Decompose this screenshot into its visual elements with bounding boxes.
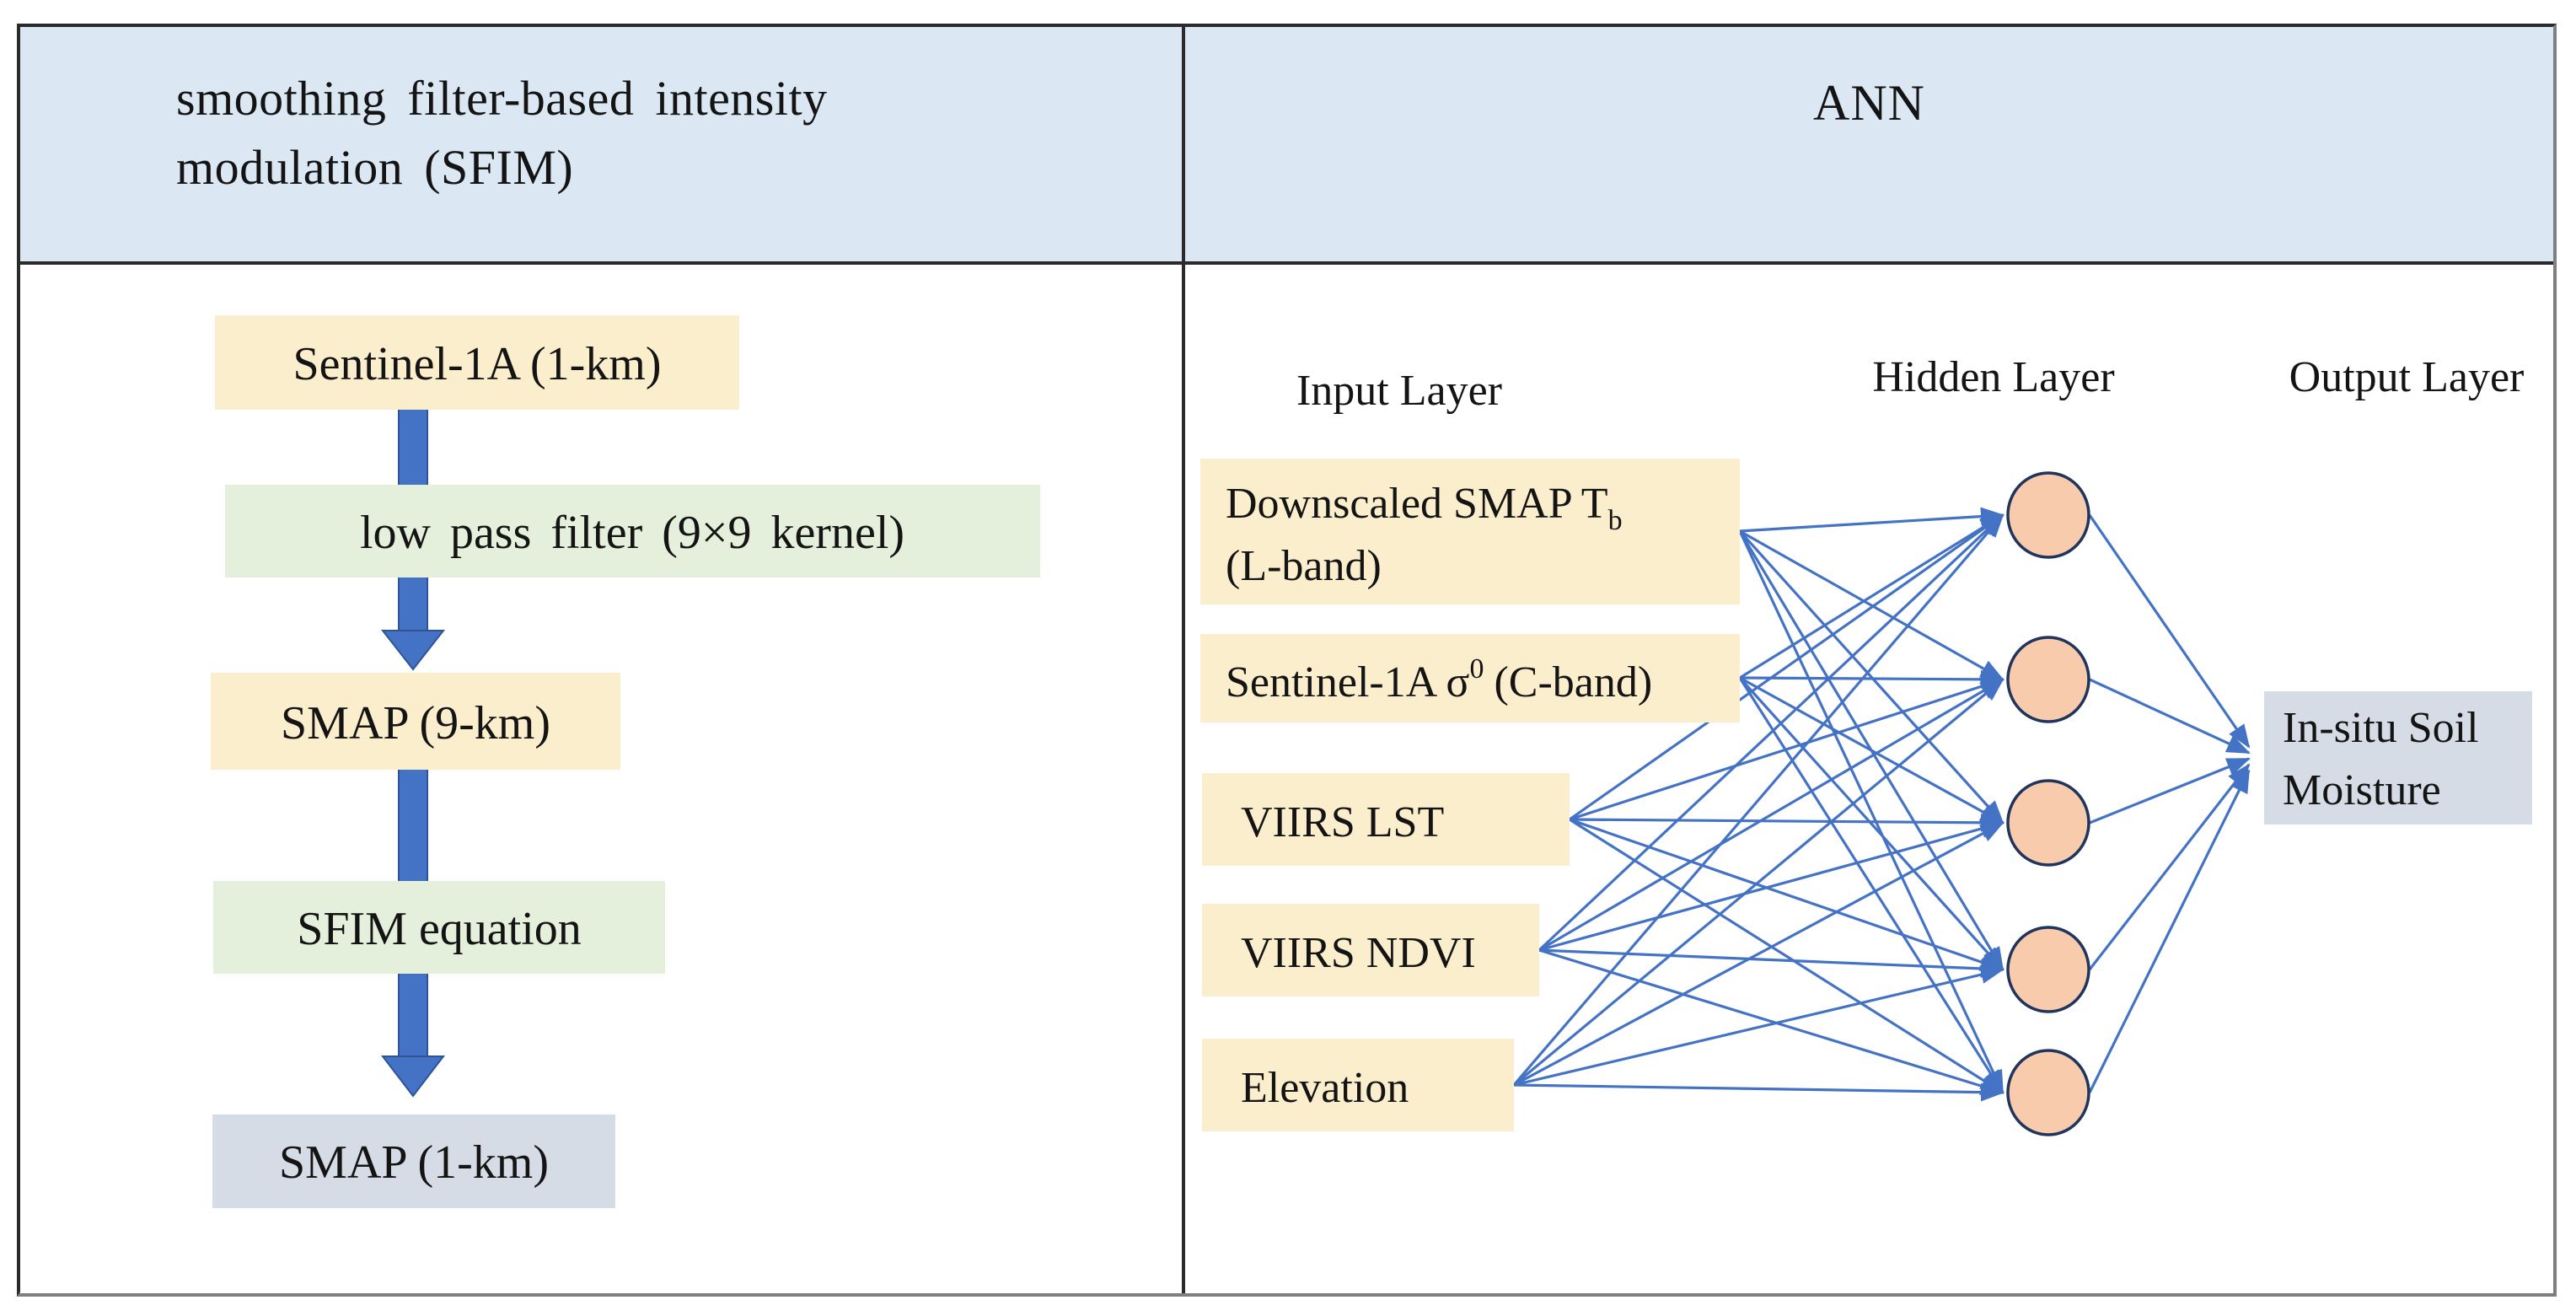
connection-line xyxy=(1513,965,2004,1087)
ann-diagram: Input Layer Hidden Layer Output Layer xyxy=(1200,353,2532,1136)
hidden-layer-label: Hidden Layer xyxy=(1872,353,2114,401)
input-to-hidden-connections xyxy=(1512,507,2004,1102)
connection-line xyxy=(1538,819,2004,952)
connection-line xyxy=(1538,948,2004,978)
hidden-node-5 xyxy=(2006,1049,2090,1136)
flow-box-sfim-equation: SFIM equation xyxy=(213,881,665,974)
connection-line xyxy=(1739,507,2004,533)
connection-line xyxy=(1512,678,2004,1087)
connection-line xyxy=(1512,513,2004,1087)
connection-line xyxy=(1569,818,2004,1094)
flow-box-sfim-equation-label: SFIM equation xyxy=(297,903,582,955)
output-layer-label: Output Layer xyxy=(2289,353,2525,401)
hidden-node-3 xyxy=(2006,779,2090,867)
connection-line xyxy=(1739,669,2004,689)
flow-box-smap-9km-label: SMAP (9-km) xyxy=(281,697,550,749)
connection-line xyxy=(1513,821,2004,1087)
flow-box-low-pass-filter-label: low pass filter (9×9 kernel) xyxy=(360,507,904,559)
figure-table: smoothing filter-based intensity modulat… xyxy=(17,24,2557,1297)
output-box: In-situ Soil Moisture xyxy=(2264,691,2532,825)
ann-panel: Input Layer Hidden Layer Output Layer xyxy=(1185,265,2553,1293)
input-box-viirs-ndvi: VIIRS NDVI xyxy=(1202,904,1539,996)
connection-line xyxy=(1513,1082,2004,1102)
connection-line xyxy=(1569,513,2004,821)
connection-line xyxy=(1569,813,2004,832)
connection-line xyxy=(1738,677,2004,1094)
connection-line xyxy=(1738,530,2004,1094)
flow-box-smap-1km: SMAP (1-km) xyxy=(212,1115,615,1208)
sfim-flowchart: Sentinel-1A (1-km) low pass filter (9×9 … xyxy=(211,315,1040,1208)
flow-box-smap-9km: SMAP (9-km) xyxy=(211,673,620,770)
connection-line xyxy=(1569,677,2004,821)
connection-line xyxy=(1738,529,2004,825)
output-box-line1: In-situ Soil xyxy=(2283,704,2479,752)
sfim-panel: Sentinel-1A (1-km) low pass filter (9×9 … xyxy=(20,265,1182,1293)
flow-box-low-pass-filter: low pass filter (9×9 kernel) xyxy=(225,485,1040,577)
input-box-smap-tb-line1: Downscaled SMAP Tb xyxy=(1226,480,1623,536)
connection-line xyxy=(1538,513,2004,952)
ann-header-cell: ANN xyxy=(1185,27,2553,261)
connection-line xyxy=(1538,678,2004,952)
connection-line xyxy=(1569,818,2004,971)
hidden-node-1 xyxy=(2006,471,2090,559)
flow-box-smap-1km-label: SMAP (1-km) xyxy=(279,1136,549,1189)
node-output-line xyxy=(2089,678,2251,755)
connection-line xyxy=(1738,676,2004,971)
input-box-smap-tb: Downscaled SMAP Tb (L-band) xyxy=(1200,459,1740,604)
sfim-header-line1: smoothing filter-based intensity xyxy=(176,71,828,126)
hidden-node-4 xyxy=(2006,926,2090,1013)
connection-line xyxy=(1739,529,2004,681)
sfim-header-line2: modulation (SFIM) xyxy=(176,140,574,196)
input-box-viirs-ndvi-label: VIIRS NDVI xyxy=(1241,929,1476,977)
node-output-line xyxy=(2088,769,2251,1093)
node-output-line xyxy=(2088,514,2251,749)
input-box-sentinel-sigma-label: Sentinel-1A σ0(C-band) xyxy=(1226,653,1652,706)
hidden-node-2 xyxy=(2006,636,2090,723)
input-box-viirs-lst: VIIRS LST xyxy=(1202,773,1570,866)
hidden-to-output-connections xyxy=(2088,514,2251,1093)
flow-box-sentinel-1km-label: Sentinel-1A (1-km) xyxy=(292,338,661,390)
node-output-line xyxy=(2088,763,2251,970)
ann-header-title: ANN xyxy=(1813,75,1925,131)
flow-box-sentinel-1km: Sentinel-1A (1-km) xyxy=(215,315,739,410)
sfim-header-cell: smoothing filter-based intensity modulat… xyxy=(20,27,1182,261)
input-box-smap-tb-line2: (L-band) xyxy=(1226,542,1382,590)
input-layer-label: Input Layer xyxy=(1296,367,1502,415)
input-box-elevation: Elevation xyxy=(1202,1039,1514,1131)
input-box-elevation-label: Elevation xyxy=(1241,1064,1409,1112)
connection-line xyxy=(1739,676,2004,825)
connection-line xyxy=(1538,948,2004,1095)
input-box-sentinel-sigma: Sentinel-1A σ0(C-band) xyxy=(1200,634,1740,722)
input-box-viirs-lst-label: VIIRS LST xyxy=(1241,798,1444,846)
output-box-line2: Moisture xyxy=(2283,766,2441,814)
node-output-line xyxy=(2089,757,2251,825)
header-divider xyxy=(20,261,2553,265)
connection-line xyxy=(1739,513,2004,679)
column-divider xyxy=(1182,27,1185,1293)
